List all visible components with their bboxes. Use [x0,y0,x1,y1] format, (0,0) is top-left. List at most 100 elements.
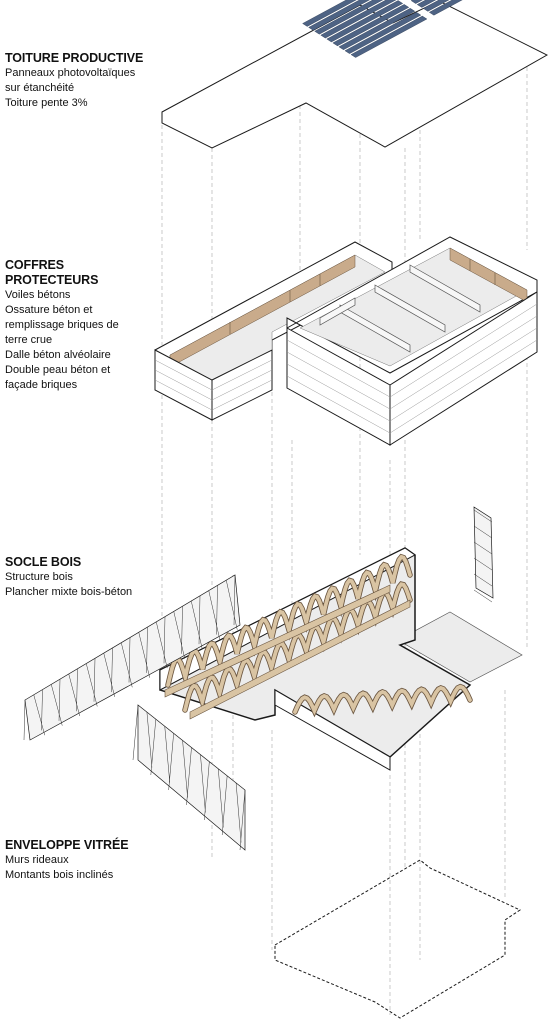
mullion [186,747,192,806]
label-roof-line: Toiture pente 3% [5,97,88,109]
mullion [93,658,96,702]
label-roof: TOITURE PRODUCTIVE Panneaux photovoltaïq… [5,51,155,111]
solar-panel [332,4,410,47]
solar-panel [344,11,422,54]
mullion [221,775,228,836]
mullion [132,704,139,761]
timber-beam [164,584,391,698]
mullion [473,589,493,603]
label-concrete-boxes-title: COFFRES PROTECTEURS [5,258,99,287]
mullion [473,509,493,523]
timber-beam-2 [189,599,411,720]
mullion [164,726,170,783]
mullion [182,740,188,798]
mullion [156,621,168,669]
label-concrete-boxes-line: terre crue [5,334,53,346]
mullion [103,653,115,697]
glass-slab-right [397,611,523,683]
mullion [200,754,206,813]
timber-arch-row-back [166,554,412,687]
mullion [146,712,153,768]
projection-guides [161,50,528,1015]
label-concrete-boxes-line: Dalle béton alvéolaire [5,349,111,361]
mullion [150,719,157,776]
mullion [33,694,45,736]
timber-base-layer [159,547,523,771]
mullion [86,663,98,707]
facade-panel-bottom [137,704,246,851]
mullion [473,557,493,571]
label-concrete-boxes-line: remplissage briques de [5,319,119,331]
label-concrete-boxes-line: Ossature béton et [5,304,93,316]
label-roof-title: TOITURE PRODUCTIVE [5,51,144,65]
label-roof-line: Panneaux photovoltaïques [5,67,136,79]
label-glazed-envelope: ENVELOPPE VITRÉE Murs rideaux Montants b… [5,838,155,883]
glazed-envelope-layer [274,859,522,1019]
solar-panel-array [302,0,463,58]
right-box-side-face [389,291,538,446]
timber-arch-row-front [293,684,472,716]
roof-slab [161,0,548,149]
mullion [58,679,61,721]
label-glazed-envelope-line: Montants bois inclinés [5,869,114,881]
mullion [239,789,246,851]
roof-layer [161,0,548,149]
solar-panel [320,0,397,39]
solar-panel [314,0,384,35]
mullion [168,733,174,791]
mullion [226,580,238,630]
solar-panel [416,0,437,8]
solar-panel [302,0,357,27]
mullion [473,541,493,555]
mullion [146,627,148,673]
mullion [208,590,220,640]
label-glazed-envelope-line: Murs rideaux [5,854,69,866]
label-timber-base-title: SOCLE BOIS [5,555,82,569]
mullion [128,637,131,683]
mullion [473,573,493,587]
facade-panels [24,506,494,851]
label-concrete-boxes: COFFRES PROTECTEURS Voiles bétons Ossatu… [5,258,155,393]
label-concrete-boxes-line: façade briques [5,379,78,391]
mullion [198,595,201,645]
mullion [51,684,63,726]
facade-hatching [23,509,493,851]
label-glazed-envelope-title: ENVELOPPE VITRÉE [5,838,129,852]
mullion [216,585,218,635]
solar-panel [410,0,423,4]
concrete-boxes-layer [154,236,538,446]
mullion [68,673,80,717]
solar-panel [428,0,463,16]
mullion [235,782,242,843]
solar-panel [422,0,450,12]
label-timber-base-line: Structure bois [5,571,73,583]
mullion [121,642,133,688]
mullion [218,768,224,828]
solar-panel [326,0,404,43]
interior-partitions [319,264,481,353]
mullion [173,611,185,659]
glazed-envelope-footprint [274,859,522,1019]
timber-base-front [274,689,391,771]
solar-panel [308,0,370,31]
facade-panel-right [473,506,494,599]
label-concrete-boxes-line: Double peau béton et [5,364,111,376]
mullion [76,668,78,712]
mullion [473,525,493,539]
label-roof-line: sur étanchéité [5,82,75,94]
mullion [163,616,166,664]
label-timber-base: SOCLE BOIS Structure bois Plancher mixte… [5,555,155,600]
label-concrete-boxes-line: Voiles bétons [5,289,71,301]
mullion [138,632,150,678]
solar-panel [350,15,428,58]
mullion [23,699,26,741]
mullion [204,761,210,821]
mullion [181,606,183,654]
solar-panel [338,8,416,51]
mullion [41,689,43,731]
label-timber-base-line: Plancher mixte bois-béton [5,586,133,598]
mullion [191,600,203,650]
mullion [111,647,113,693]
